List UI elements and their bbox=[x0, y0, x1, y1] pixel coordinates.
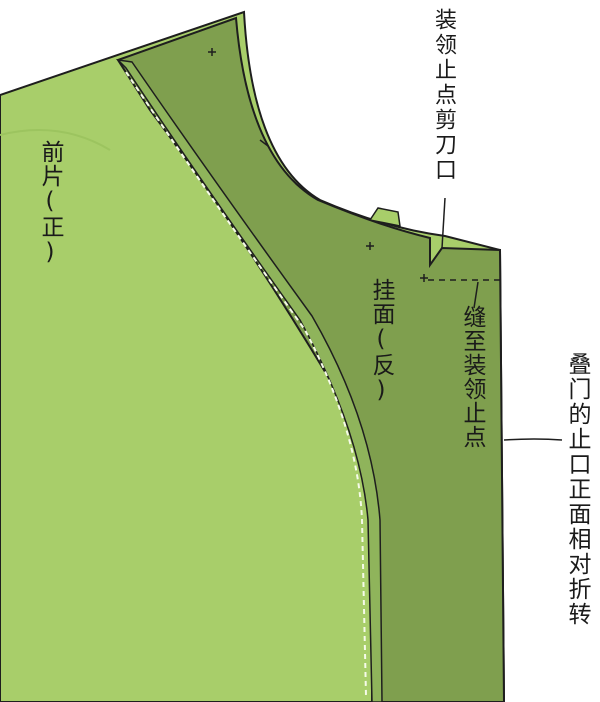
front-panel-label: 前片(正) bbox=[37, 140, 63, 266]
collar-tab bbox=[368, 207, 401, 227]
cross-marks bbox=[208, 48, 428, 282]
stitch-line bbox=[125, 71, 367, 697]
collar-notch-label: 装领止点剪刀口 bbox=[431, 8, 456, 183]
fold-leader bbox=[503, 438, 563, 441]
facing-label: 挂面(反) bbox=[368, 278, 394, 404]
seam-to-collar-label: 缝至装领止点 bbox=[459, 305, 485, 449]
front-panel-guide-line bbox=[0, 129, 111, 151]
facing-fold-edge bbox=[115, 58, 383, 702]
fold-note-label: 叠门的止口正面相对折转 bbox=[564, 352, 590, 627]
notch-leader bbox=[441, 197, 446, 249]
neckline-dashes bbox=[259, 139, 305, 191]
seam-leader bbox=[473, 281, 479, 309]
